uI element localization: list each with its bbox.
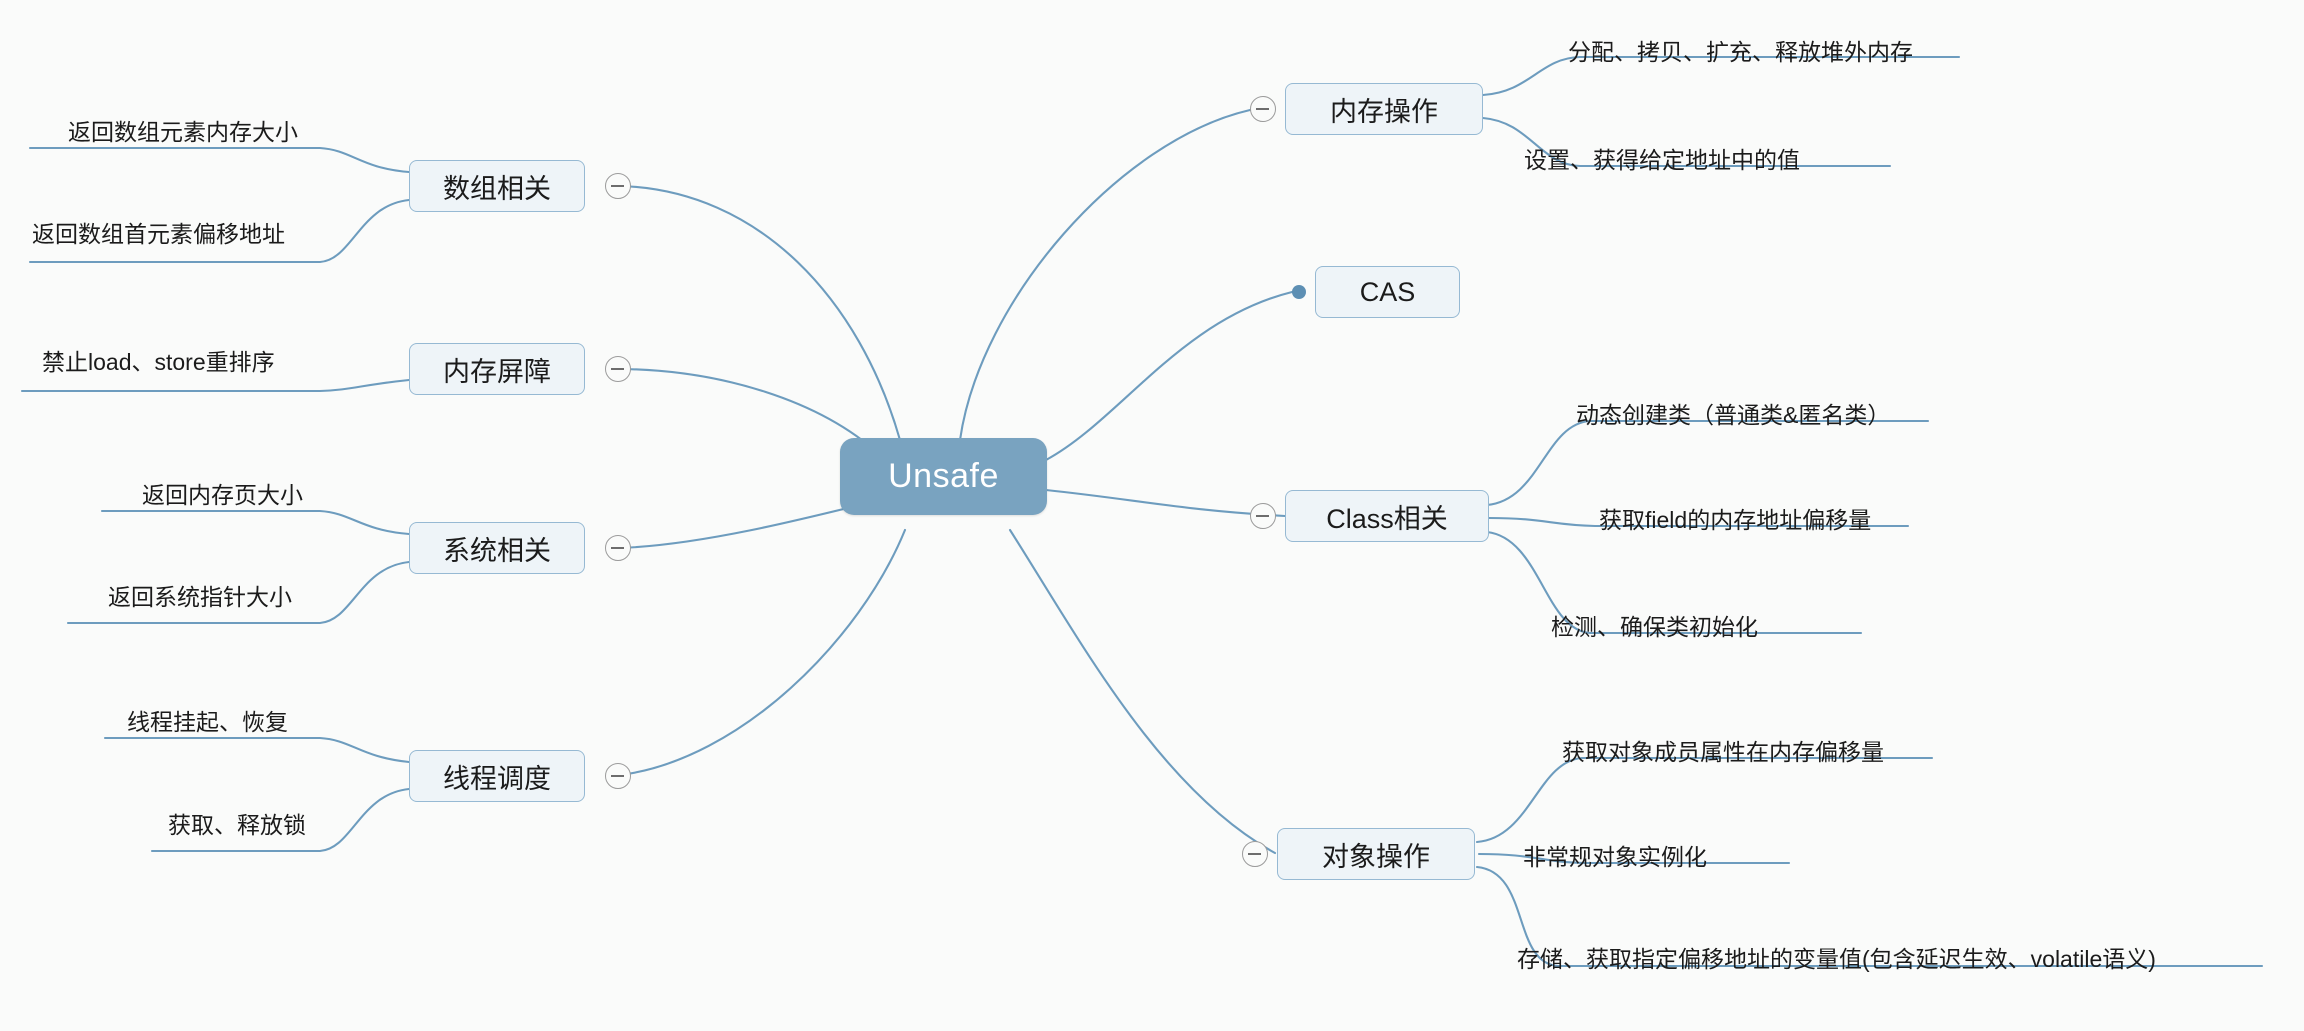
branch-label-class-related: Class相关 (1326, 503, 1448, 534)
collapse-toggle-array-related[interactable] (605, 173, 631, 199)
branch-label-system-related: 系统相关 (443, 535, 551, 566)
branch-label-object-operations: 对象操作 (1322, 841, 1430, 872)
edge-barrier-leaf-1 (20, 378, 411, 393)
collapse-toggle-class-related[interactable] (1250, 503, 1276, 529)
collapse-toggle-system-related[interactable] (605, 535, 631, 561)
branch-node-thread-scheduling[interactable]: 线程调度 (409, 750, 585, 802)
edge-root-array (618, 184, 902, 442)
edge-class-leaf-1 (1485, 419, 1930, 507)
leaf-array-related-2[interactable]: 返回数组首元素偏移地址 (32, 221, 285, 247)
branch-label-array-related: 数组相关 (443, 173, 551, 204)
root-node[interactable]: Unsafe (840, 438, 1047, 515)
leaf-memory-barrier-1[interactable]: 禁止load、store重排序 (42, 349, 275, 375)
collapse-toggle-memory-barrier[interactable] (605, 356, 631, 382)
leaf-class-related-1[interactable]: 动态创建类（普通类&匿名类） (1576, 402, 1891, 428)
leaf-memory-operations-2[interactable]: 设置、获得给定地址中的值 (1524, 147, 1800, 173)
leaf-memory-operations-1[interactable]: 分配、拷贝、扩充、释放堆外内存 (1568, 39, 1913, 65)
branch-label-memory-barrier: 内存屏障 (443, 356, 551, 387)
edge-object-leaf-1 (1475, 756, 1934, 844)
leaf-object-operations-1[interactable]: 获取对象成员属性在内存偏移量 (1562, 739, 1884, 765)
collapse-toggle-thread-scheduling[interactable] (605, 763, 631, 789)
collapse-toggle-memory-operations[interactable] (1250, 96, 1276, 122)
edge-root-class (1044, 488, 1287, 518)
leaf-object-operations-2[interactable]: 非常规对象实例化 (1523, 844, 1707, 870)
leaf-system-related-1[interactable]: 返回内存页大小 (142, 482, 303, 508)
edge-root-barrier (618, 367, 882, 457)
branch-node-class-related[interactable]: Class相关 (1285, 490, 1489, 542)
leaf-array-related-1[interactable]: 返回数组元素内存大小 (68, 119, 298, 145)
branch-label-memory-operations: 内存操作 (1330, 96, 1438, 127)
leaf-thread-scheduling-1[interactable]: 线程挂起、恢复 (127, 709, 288, 735)
branch-node-memory-barrier[interactable]: 内存屏障 (409, 343, 585, 395)
branch-label-cas: CAS (1359, 276, 1416, 307)
edge-root-memory (958, 108, 1252, 442)
branch-node-system-related[interactable]: 系统相关 (409, 522, 585, 574)
branch-node-object-operations[interactable]: 对象操作 (1277, 828, 1475, 880)
edge-root-cas (1044, 290, 1294, 462)
collapse-toggle-object-operations[interactable] (1242, 841, 1268, 867)
branch-node-memory-operations[interactable]: 内存操作 (1285, 83, 1483, 135)
branch-label-thread-scheduling: 线程调度 (443, 763, 551, 794)
leaf-object-operations-3[interactable]: 存储、获取指定偏移地址的变量值(包含延迟生效、volatile语义) (1517, 946, 2156, 972)
root-node-label: Unsafe (888, 457, 999, 495)
leaf-dot-cas[interactable] (1292, 285, 1306, 299)
leaf-system-related-2[interactable]: 返回系统指针大小 (108, 584, 292, 610)
edge-thread-leaf-1 (103, 736, 411, 764)
leaf-class-related-3[interactable]: 检测、确保类初始化 (1551, 614, 1758, 640)
leaf-thread-scheduling-2[interactable]: 获取、释放锁 (168, 812, 306, 838)
leaf-class-related-2[interactable]: 获取field的内存地址偏移量 (1599, 507, 1872, 533)
branch-node-cas[interactable]: CAS (1315, 266, 1460, 318)
edge-root-object (1008, 528, 1277, 855)
edge-array-leaf-1 (28, 146, 411, 174)
edge-system-leaf-1 (100, 509, 411, 536)
edge-root-thread (618, 528, 907, 777)
branch-node-array-related[interactable]: 数组相关 (409, 160, 585, 212)
